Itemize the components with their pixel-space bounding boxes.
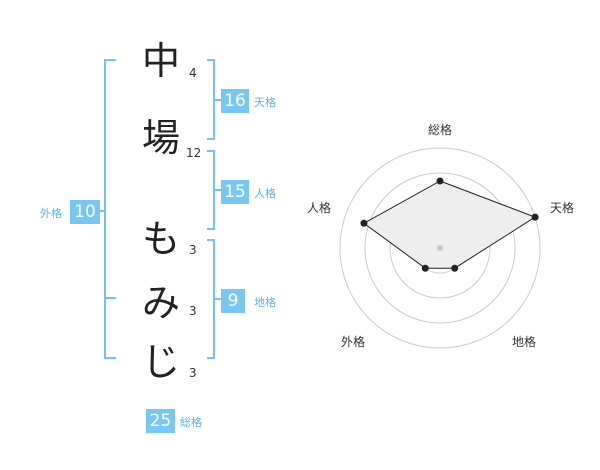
chikaku-label: 地格 bbox=[254, 296, 276, 309]
radar-axis-label-chikaku: 地格 bbox=[512, 334, 536, 349]
gaikaku-connector bbox=[100, 210, 106, 212]
radar-polygon bbox=[362, 180, 537, 269]
gaikaku-mid-tick bbox=[104, 297, 116, 299]
soukaku-badge: 25 bbox=[146, 409, 175, 433]
stroke-count-1: 4 bbox=[189, 66, 197, 80]
radar-axis-label-soukaku: 総格 bbox=[428, 122, 452, 137]
radar-axis-label-tenkaku: 天格 bbox=[550, 200, 574, 215]
radar-points bbox=[360, 177, 539, 272]
radar-point-4 bbox=[360, 219, 368, 227]
name-char-5: じ bbox=[141, 340, 180, 384]
name-char-1: 中 bbox=[141, 39, 180, 83]
soukaku-label: 総格 bbox=[180, 416, 202, 429]
tenkaku-connector bbox=[213, 99, 221, 101]
gaikaku-badge: 10 bbox=[70, 200, 100, 224]
tenkaku-label: 天格 bbox=[254, 96, 276, 109]
stroke-count-2: 12 bbox=[186, 146, 202, 160]
radar-point-0 bbox=[436, 177, 444, 185]
tenkaku-badge: 16 bbox=[221, 89, 249, 113]
radar-axis-label-gaikaku: 外格 bbox=[341, 334, 365, 349]
radar-point-3 bbox=[421, 264, 429, 272]
stroke-count-3: 3 bbox=[189, 243, 197, 257]
gaikaku-label: 外格 bbox=[40, 207, 62, 220]
stroke-count-4: 3 bbox=[189, 304, 197, 318]
radar-axis-label-jinkaku: 人格 bbox=[307, 200, 331, 215]
jinkaku-badge: 15 bbox=[221, 180, 249, 204]
gaikaku-bracket bbox=[104, 59, 116, 359]
name-char-2: 場 bbox=[141, 116, 180, 160]
chikaku-badge: 9 bbox=[221, 289, 245, 313]
radar-ring-3 bbox=[364, 172, 516, 324]
jinkaku-connector bbox=[213, 189, 221, 191]
jinkaku-label: 人格 bbox=[254, 187, 276, 200]
name-char-3: も bbox=[141, 217, 180, 261]
radar-center-dot bbox=[437, 245, 443, 251]
name-char-4: み bbox=[141, 281, 180, 325]
radar-point-2 bbox=[451, 264, 459, 272]
radar-point-1 bbox=[531, 213, 539, 221]
stroke-count-5: 3 bbox=[189, 366, 197, 380]
chikaku-connector bbox=[213, 298, 221, 300]
